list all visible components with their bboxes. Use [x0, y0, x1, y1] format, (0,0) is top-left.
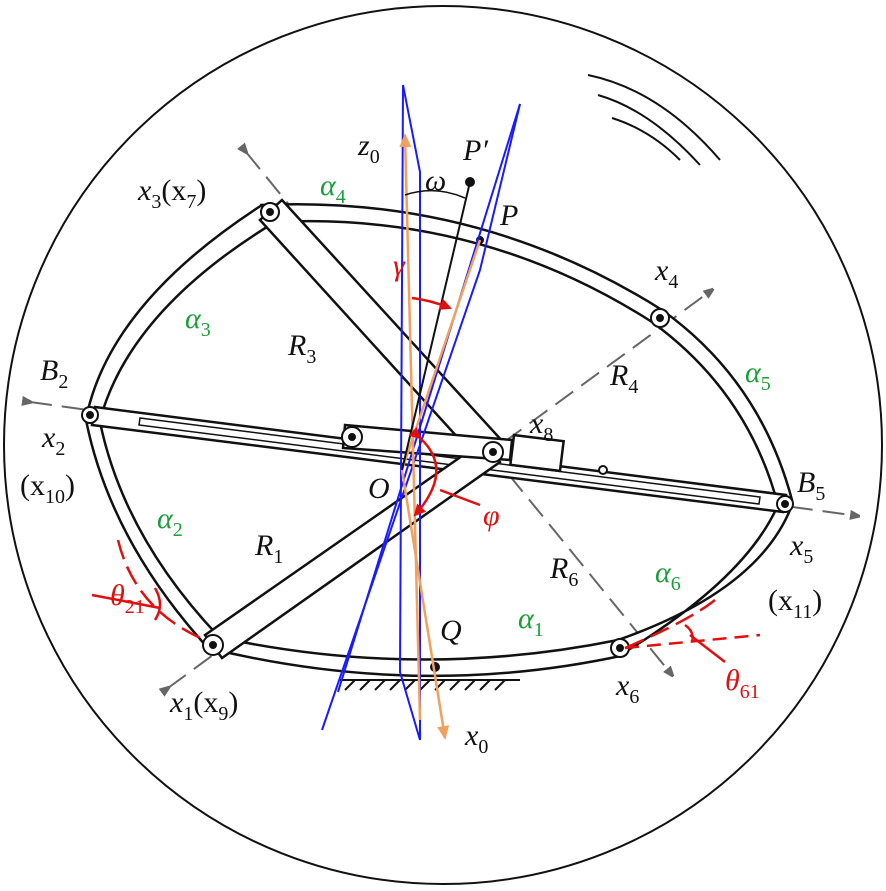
label-x2: x2: [41, 421, 65, 460]
label-gamma: γ: [393, 249, 406, 282]
label-x5: x5: [789, 529, 813, 568]
label-x4: x4: [654, 254, 678, 293]
label-x11: (x11): [768, 584, 822, 623]
label-b5: B5: [797, 466, 825, 505]
label-q: Q: [440, 614, 462, 647]
op-prime-line: [401, 181, 471, 471]
slotted-bar: [90, 405, 788, 514]
label-r3: R3: [287, 329, 316, 368]
label-alpha6: α6: [655, 556, 681, 595]
label-o: O: [368, 472, 390, 505]
ground-hatch: [340, 679, 520, 691]
label-r4: R4: [609, 359, 638, 398]
omega-arc: [404, 189, 466, 199]
label-b2: B2: [40, 354, 68, 393]
label-x6: x6: [615, 669, 639, 708]
blue-planes: [321, 84, 521, 741]
sphere-outline: [3, 5, 883, 885]
label-x8: x8: [529, 407, 553, 446]
labels: z0 P′ ω P α4 x3(x7) γ x4 α3 R3 R4 α5 B2 …: [20, 129, 825, 758]
label-alpha3: α3: [185, 302, 211, 341]
label-x10: (x10): [20, 469, 75, 508]
label-alpha2: α2: [157, 502, 183, 541]
label-x0: x0: [464, 719, 488, 758]
label-p: P: [499, 199, 518, 232]
label-theta21: θ21: [110, 579, 145, 618]
label-r1: R1: [254, 529, 283, 568]
label-x3-x7: x3(x7): [137, 174, 206, 213]
label-x1-x9: x1(x9): [169, 686, 238, 725]
label-alpha4: α4: [320, 169, 346, 208]
label-z0: z0: [357, 129, 380, 168]
label-theta61: θ61: [725, 664, 760, 703]
label-alpha1: α1: [518, 602, 544, 641]
label-r6: R6: [549, 552, 578, 591]
label-p-prime: P′: [462, 134, 488, 167]
red-annotations: [91, 296, 761, 663]
label-omega: ω: [425, 164, 446, 197]
label-alpha5: α5: [745, 356, 771, 395]
label-phi: φ: [483, 499, 500, 532]
